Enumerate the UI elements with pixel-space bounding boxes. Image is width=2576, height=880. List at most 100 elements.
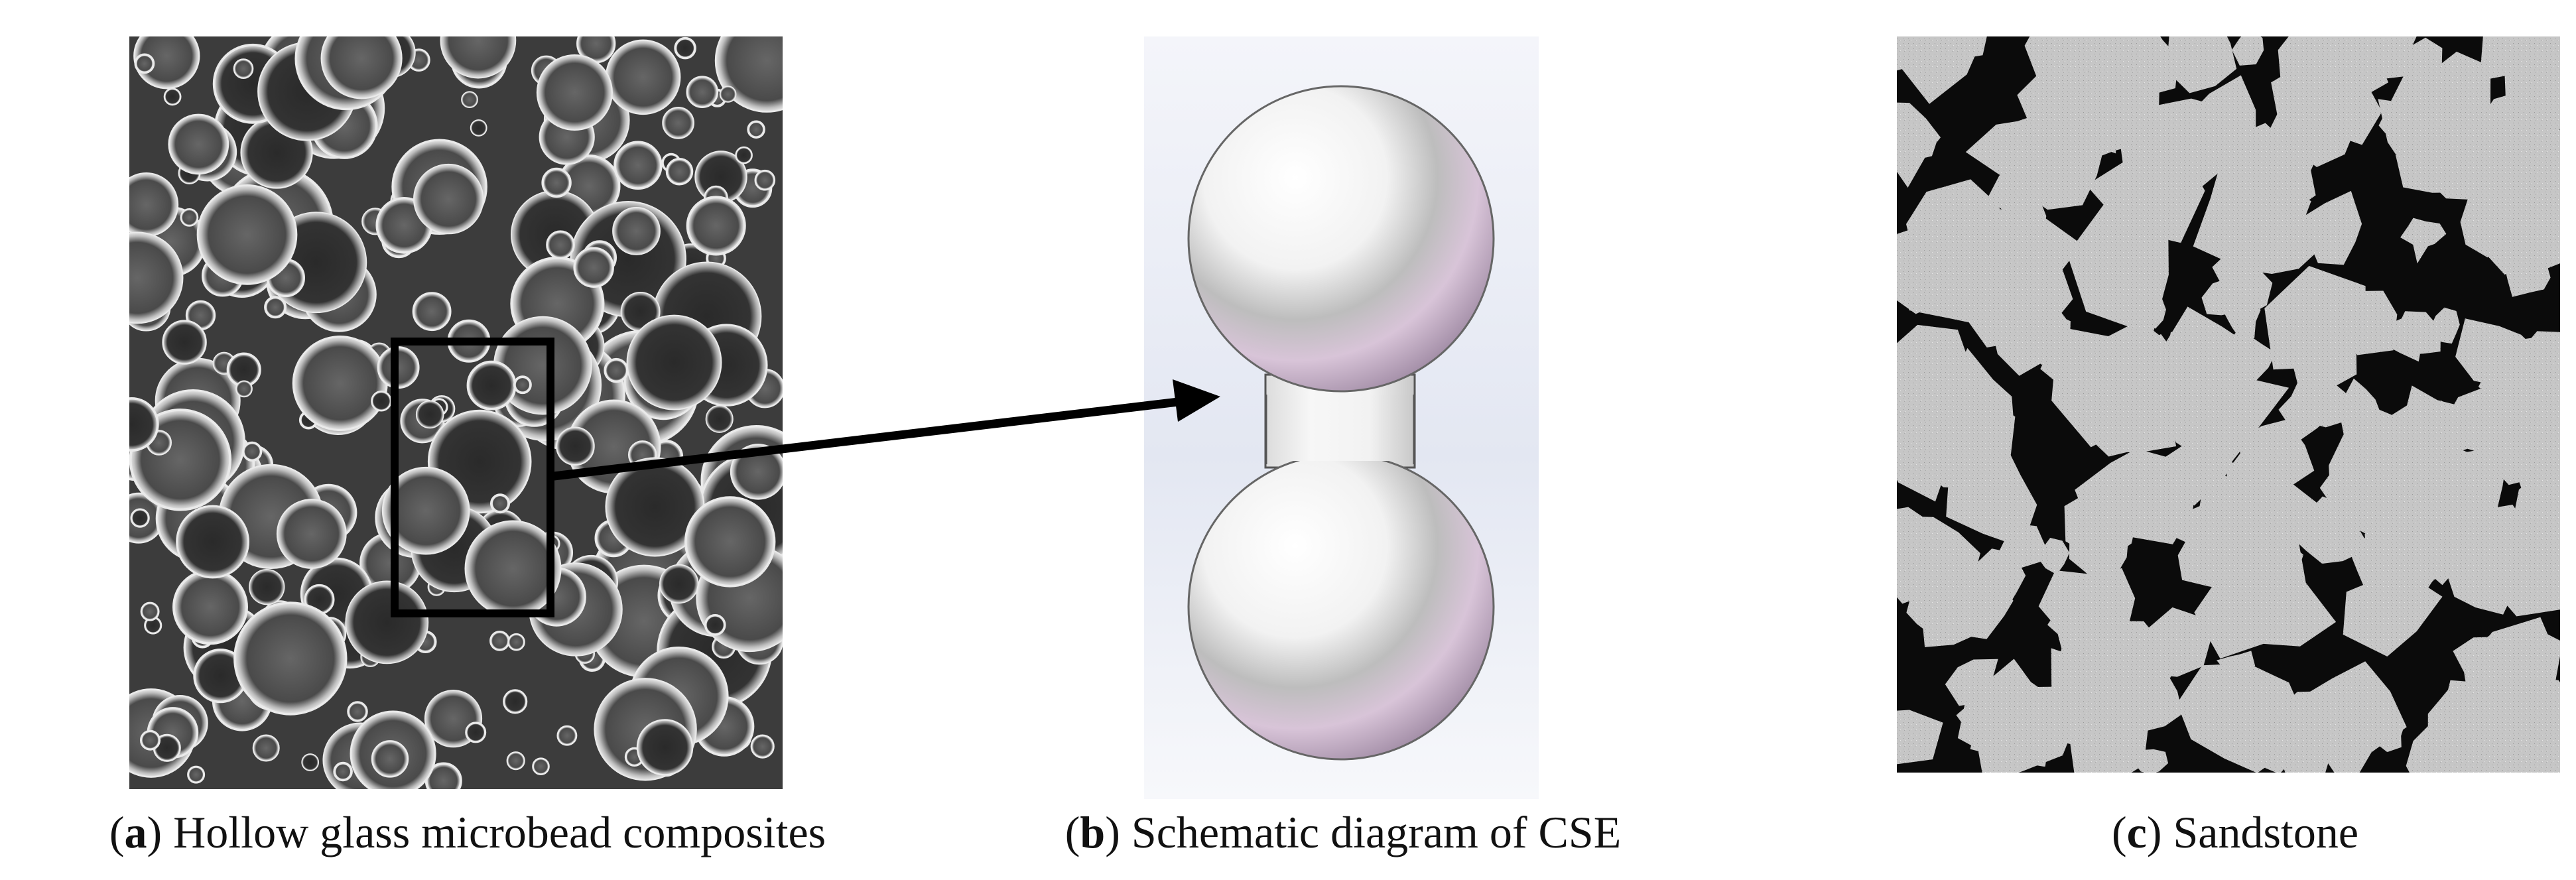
microbead <box>604 357 629 383</box>
sand-grain <box>2086 144 2205 243</box>
sand-grain <box>2226 178 2335 274</box>
microbead <box>176 505 249 579</box>
sand-grain <box>2280 291 2317 326</box>
microbead <box>470 119 487 137</box>
microbead-image <box>129 36 783 789</box>
microbead <box>626 314 722 410</box>
microbead <box>196 184 298 285</box>
microbead <box>705 405 734 433</box>
microbead <box>605 39 681 115</box>
sand-grain <box>2329 407 2423 503</box>
sand-grain <box>1897 122 1937 158</box>
microbead <box>507 633 525 651</box>
cse-top-sphere <box>1187 85 1495 393</box>
microbead <box>172 569 248 645</box>
microbead <box>249 568 285 605</box>
microbead <box>242 441 263 462</box>
microbead <box>233 58 254 79</box>
microbead <box>134 53 155 74</box>
microbead <box>276 499 347 569</box>
sand-grain <box>1909 224 2019 328</box>
caption-panel-c: (c) Sandstone <box>2111 807 2359 857</box>
microbead <box>735 146 753 164</box>
microbead <box>465 722 487 743</box>
microbead <box>719 86 737 103</box>
microbead <box>264 296 287 319</box>
cse-bottom-sphere <box>1187 453 1495 761</box>
microbead <box>536 54 613 131</box>
microbead <box>490 493 511 514</box>
sand-grain <box>2452 87 2560 216</box>
microbead <box>162 320 207 365</box>
microbead <box>541 167 572 198</box>
microbead <box>546 230 575 260</box>
highlight-box <box>391 338 554 617</box>
sand-grain <box>2232 36 2264 66</box>
microbead <box>466 360 517 410</box>
sand-grain <box>2024 36 2129 101</box>
microbead <box>347 701 368 722</box>
microbead <box>684 496 776 588</box>
microbead-micrograph <box>129 36 783 789</box>
microbead <box>412 292 452 332</box>
microbead <box>168 113 229 175</box>
sand-grain <box>2177 663 2303 773</box>
microbead <box>440 36 517 79</box>
microbead <box>180 208 199 227</box>
sand-grain <box>2343 574 2443 657</box>
microbead <box>129 231 184 324</box>
microbead <box>129 397 159 452</box>
sandstone-micrograph <box>1897 36 2560 773</box>
sand-grain <box>2481 528 2560 617</box>
sand-grain <box>2064 480 2138 564</box>
microbead <box>747 120 765 139</box>
microbead <box>140 601 160 621</box>
sand-grain <box>2161 441 2235 506</box>
microbead <box>461 91 478 109</box>
sand-grain <box>2347 536 2396 586</box>
sand-grain <box>2394 311 2441 355</box>
microbead <box>665 157 694 186</box>
microbead <box>556 426 595 466</box>
microbead <box>662 107 694 139</box>
cse-schematic <box>1144 36 1539 799</box>
sand-grain <box>2258 158 2291 189</box>
sand-grain <box>1897 710 1943 765</box>
microbead <box>489 631 510 651</box>
microbead <box>612 206 661 255</box>
sand-grain <box>2368 721 2405 753</box>
sand-grain <box>2018 231 2069 284</box>
caption-panel-a: (a) Hollow glass microbead composites <box>109 807 826 857</box>
microbead <box>301 753 320 771</box>
microbead <box>320 36 403 99</box>
sand-grain <box>2495 675 2560 755</box>
microbead <box>133 36 200 90</box>
microbead <box>413 163 484 235</box>
sand-grain <box>2399 37 2443 92</box>
sand-grain <box>1946 559 2014 639</box>
sand-grain <box>2051 337 2156 448</box>
microbead <box>532 757 550 775</box>
microbead <box>573 247 614 288</box>
sand-grain <box>2337 290 2398 355</box>
caption-panel-b: (b) Schematic diagram of CSE <box>1064 807 1622 857</box>
microbead <box>130 508 150 528</box>
sand-grain <box>1946 440 2037 548</box>
microbead <box>292 336 388 431</box>
microbead <box>415 400 444 429</box>
sand-grain <box>1988 150 2048 216</box>
sand-grain <box>2224 515 2287 564</box>
microbead <box>333 761 353 782</box>
sand-grain <box>2165 36 2237 94</box>
microbead <box>503 689 528 714</box>
sand-grain <box>2099 86 2154 154</box>
sand-grain <box>2398 80 2461 143</box>
sand-grain <box>1897 356 1963 502</box>
sand-grain <box>2163 306 2246 411</box>
sand-grain <box>2532 468 2560 519</box>
sand-grain <box>2038 538 2070 575</box>
sand-grain <box>1906 591 1949 633</box>
sand-grain <box>2293 70 2367 139</box>
microbead <box>556 725 578 746</box>
sand-grain <box>2479 36 2560 90</box>
